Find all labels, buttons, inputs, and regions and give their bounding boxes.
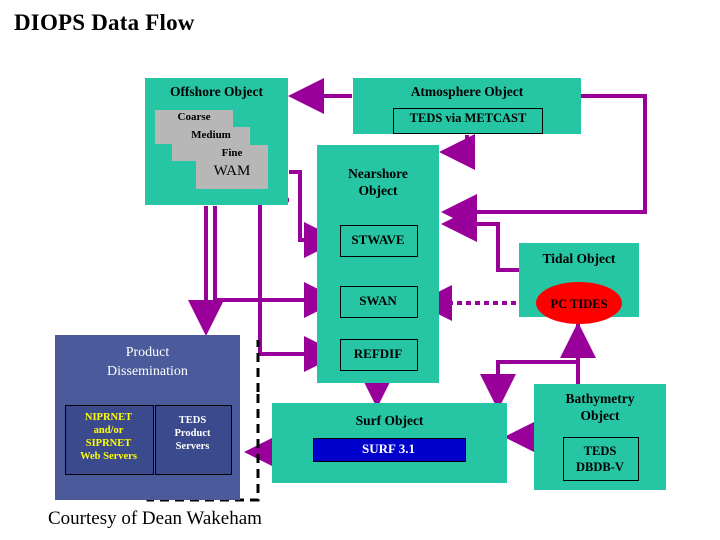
surf-object-label: Surf Object: [355, 413, 424, 428]
web-servers-box[interactable]: [65, 405, 154, 475]
web-servers-label-line3: SIPRNET: [85, 438, 132, 449]
product-dissemination-label-line2: Dissemination: [107, 364, 188, 379]
web-servers-label-line1: NIPRNET: [84, 412, 133, 423]
offshore-fine-grid-box[interactable]: [196, 145, 268, 189]
offshore-object-label: Offshore Object: [169, 84, 264, 99]
teds-product-servers-label-line1: TEDS: [178, 415, 207, 426]
bathymetry-object-label-line1: Bathymetry: [565, 391, 635, 406]
nearshore-object-label-line1: Nearshore: [348, 166, 408, 181]
teds-product-servers-box[interactable]: [155, 405, 232, 475]
web-servers-label: NIPRNET and/or SIPRNET Web Servers: [63, 411, 154, 463]
atmosphere-object-label: Atmosphere Object: [410, 84, 524, 99]
pctides-model-label: PC TIDES: [550, 297, 608, 311]
refdif-model-label: REFDIF: [353, 346, 403, 361]
pctides-model-ellipse[interactable]: [536, 282, 622, 324]
offshore-medium-grid-label: Medium: [191, 129, 231, 141]
stwave-model-box[interactable]: [340, 225, 418, 257]
teds-dbdbv-box[interactable]: [563, 437, 639, 481]
surf-31-model-box[interactable]: [313, 438, 466, 462]
teds-product-servers-label: TEDS Product Servers: [153, 414, 232, 453]
teds-dbdbv-label-line2: DBDB-V: [576, 460, 624, 474]
bathymetry-object-label-line2: Object: [580, 408, 620, 423]
teds-product-servers-label-line2: Product: [174, 428, 211, 439]
offshore-fine-grid-label: Fine: [221, 147, 243, 159]
web-servers-label-line4: Web Servers: [80, 451, 137, 462]
teds-via-metcast-label: TEDS via METCAST: [409, 111, 527, 125]
teds-dbdbv-label: TEDS DBDB-V: [561, 443, 639, 475]
tidal-object-label: Tidal Object: [542, 251, 616, 266]
refdif-model-box[interactable]: [340, 339, 418, 371]
teds-product-servers-label-line3: Servers: [175, 441, 210, 452]
teds-dbdbv-label-line1: TEDS: [583, 444, 617, 458]
web-servers-label-line2: and/or: [93, 425, 124, 436]
teds-via-metcast-box[interactable]: [393, 108, 543, 134]
offshore-coarse-grid-label: Coarse: [177, 111, 211, 123]
swan-model-box[interactable]: [340, 286, 418, 318]
product-dissemination-label-line1: Product: [125, 345, 170, 360]
page-title: DIOPS Data Flow: [14, 10, 195, 35]
nearshore-object-label-line2: Object: [358, 183, 398, 198]
offshore-wam-model-label: WAM: [213, 163, 251, 179]
stwave-model-label: STWAVE: [351, 232, 405, 247]
product-dissemination-label: Product Dissemination: [55, 343, 240, 381]
bathymetry-object-label: Bathymetry Object: [534, 390, 666, 424]
credit-text: Courtesy of Dean Wakeham: [48, 508, 262, 529]
nearshore-object-label: Nearshore Object: [317, 165, 439, 199]
swan-model-label: SWAN: [359, 293, 397, 308]
surf-31-model-label: SURF 3.1: [362, 441, 415, 456]
